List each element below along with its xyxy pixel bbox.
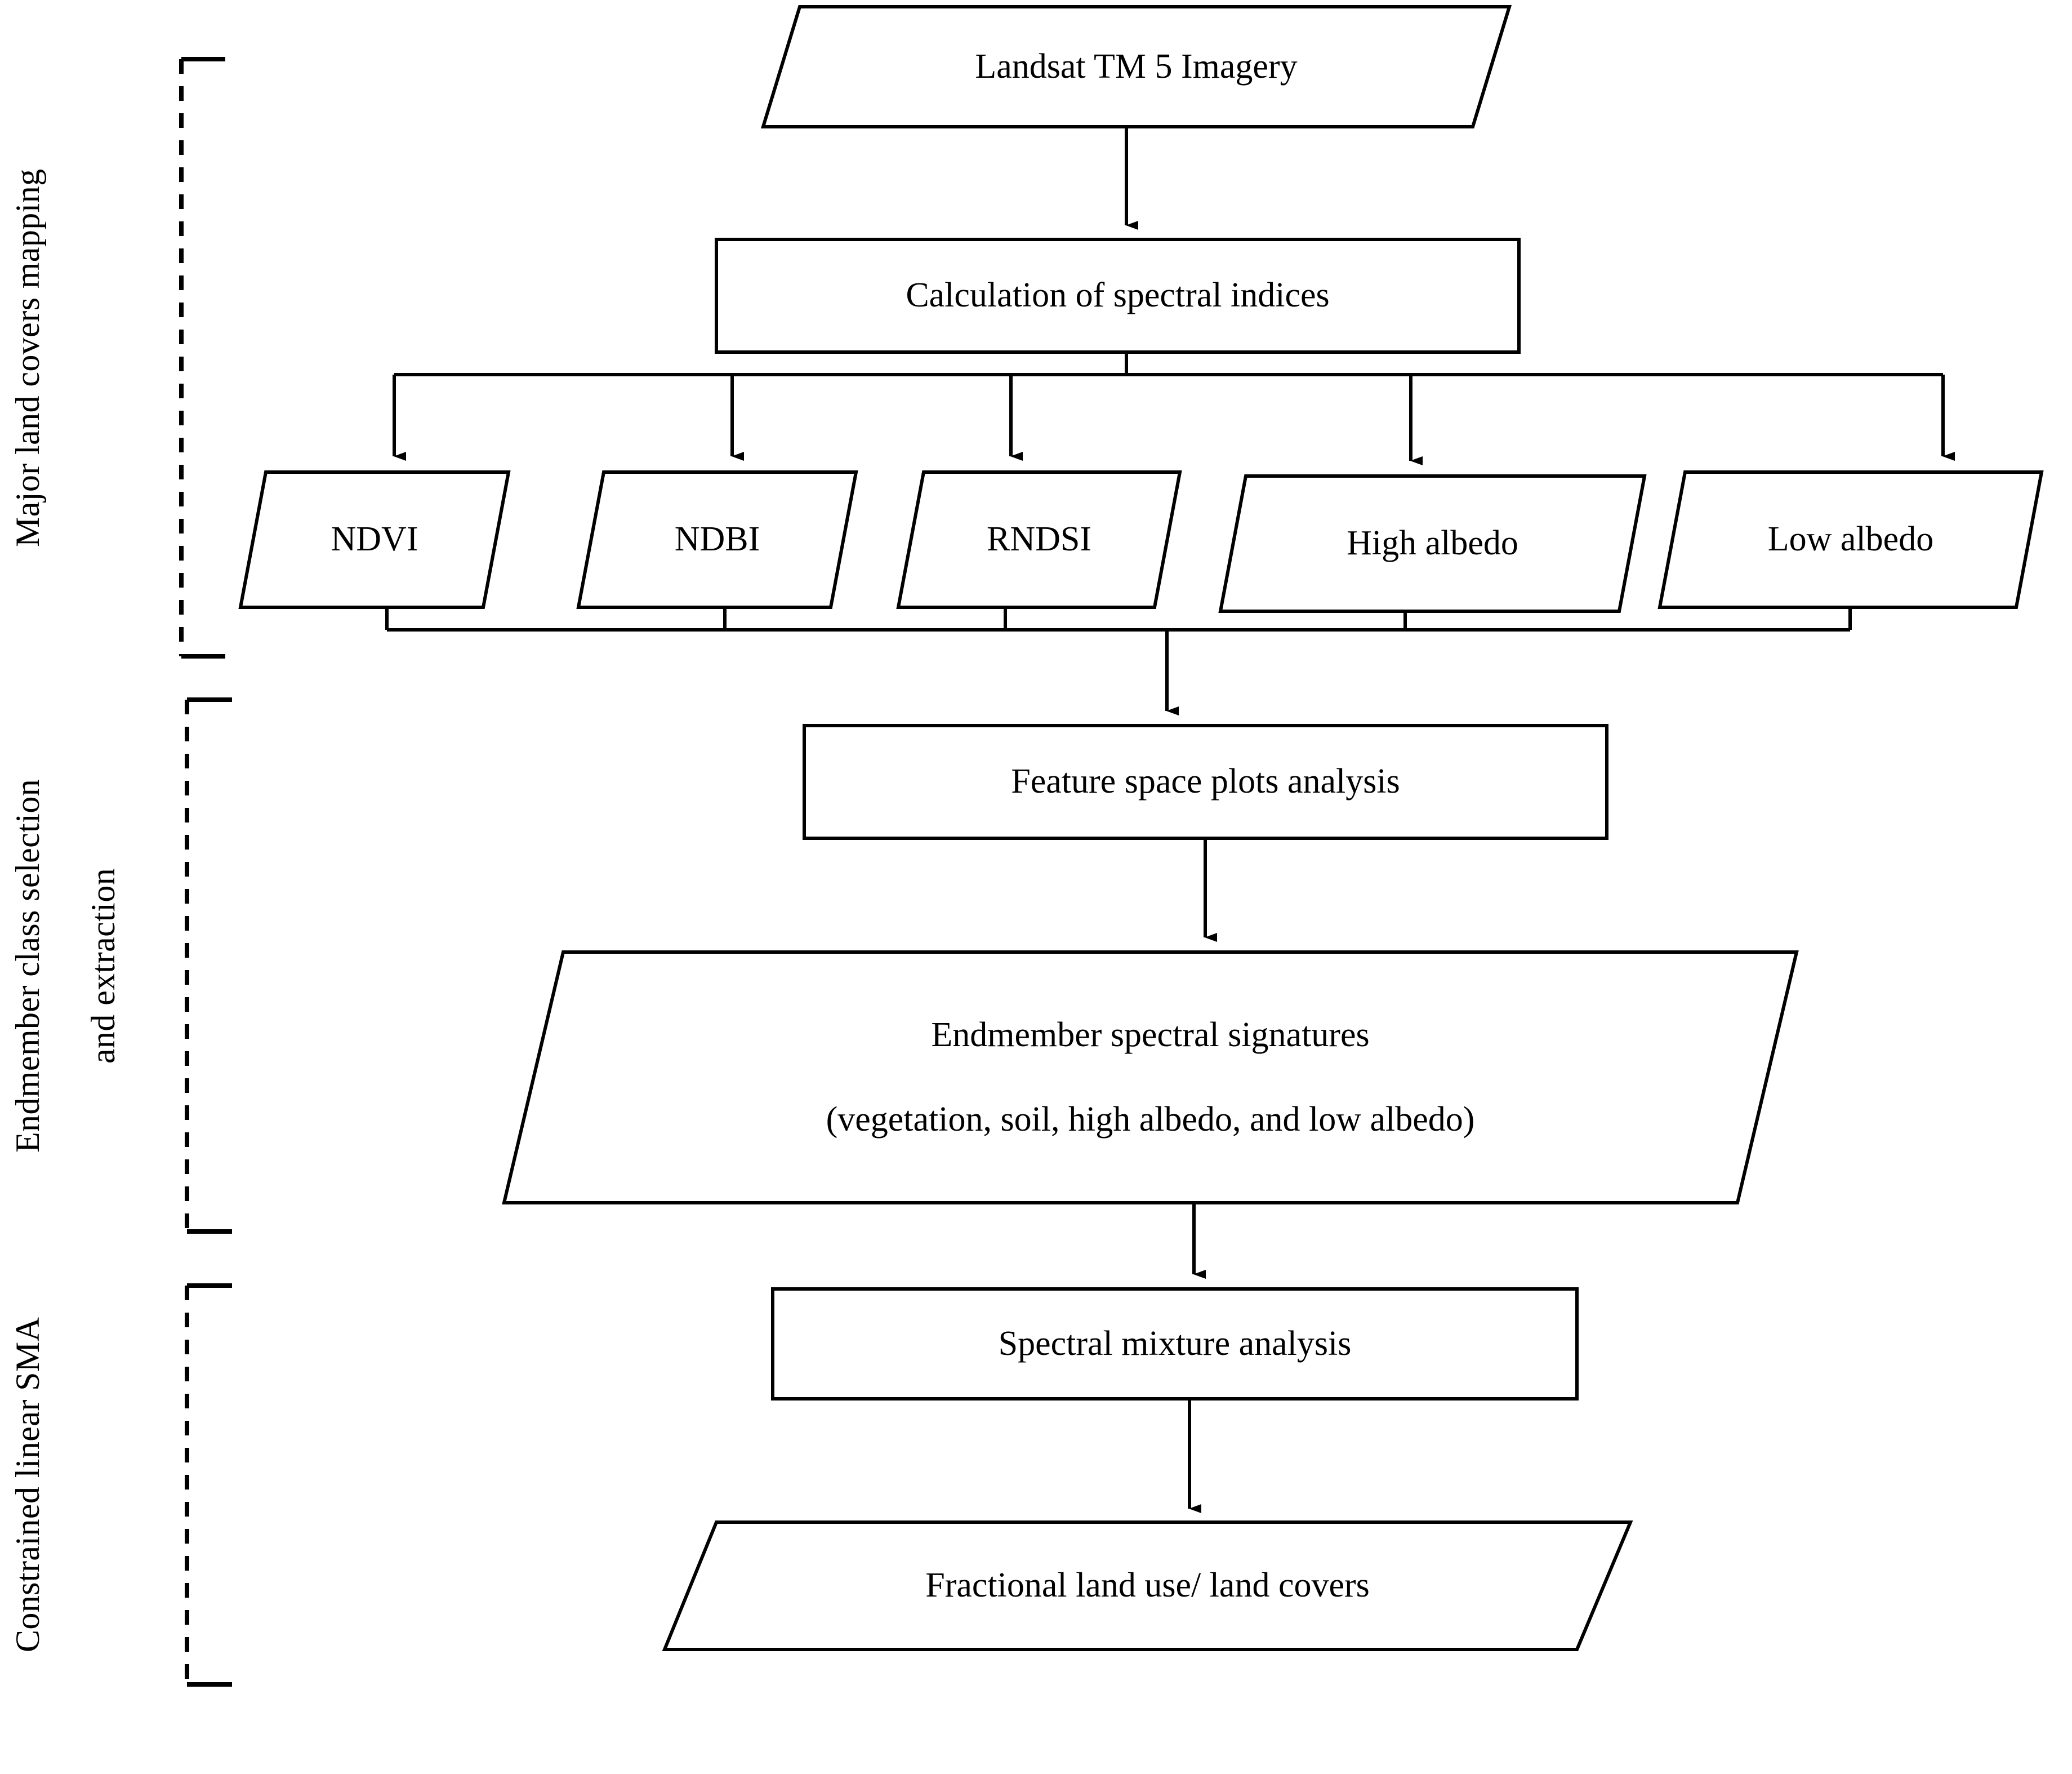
node-rndsi-shape[interactable] (896, 470, 1182, 609)
stage-label-and-extraction: and extraction (84, 868, 122, 1064)
node-endmember-signatures-shape[interactable] (502, 950, 1799, 1204)
node-feature-space-shape[interactable] (803, 724, 1608, 840)
node-ndbi-shape[interactable] (576, 470, 858, 609)
node-landsat-shape[interactable] (760, 5, 1512, 128)
stage-bracket-endmember-ticks (187, 697, 232, 1234)
node-fractional-lulc-label[interactable]: Fractional land use/ land covers (925, 1566, 1370, 1605)
node-low-albedo-shape[interactable] (1657, 470, 2044, 609)
stage-label-endmember-class-selection: Endmember class selection (9, 779, 46, 1153)
node-ndvi-shape[interactable] (238, 470, 511, 609)
node-spectral-mixture-shape[interactable] (771, 1287, 1579, 1400)
node-endmember-signatures-label[interactable]: Endmember spectral signatures (vegetatio… (504, 952, 1797, 1203)
node-endmember-signatures-line2: (vegetation, soil, high albedo, and low … (826, 1100, 1475, 1139)
stage-label-constrained-linear-sma: Constrained linear SMA (9, 1317, 46, 1652)
stage-bracket-major-land-covers-ticks (181, 57, 225, 659)
node-low-albedo-label[interactable]: Low albedo (1767, 520, 1934, 559)
node-high-albedo-label[interactable]: High albedo (1347, 524, 1518, 563)
node-spectral-mixture-label[interactable]: Spectral mixture analysis (998, 1324, 1352, 1363)
node-ndbi-label[interactable]: NDBI (674, 520, 760, 559)
node-fractional-lulc-shape[interactable] (662, 1520, 1633, 1651)
node-spectral-indices-label[interactable]: Calculation of spectral indices (906, 276, 1330, 315)
stage-label-major-land-covers-mapping: Major land covers mapping (9, 168, 46, 547)
node-spectral-indices-shape[interactable] (715, 238, 1521, 354)
node-landsat-label[interactable]: Landsat TM 5 Imagery (975, 47, 1298, 86)
node-high-albedo-shape[interactable] (1218, 474, 1647, 613)
node-endmember-signatures-line1: Endmember spectral signatures (931, 1016, 1370, 1054)
node-ndvi-label[interactable]: NDVI (331, 520, 418, 559)
node-rndsi-label[interactable]: RNDSI (986, 520, 1092, 559)
stage-bracket-constrained-sma-ticks (187, 1283, 232, 1687)
node-feature-space-label[interactable]: Feature space plots analysis (1011, 762, 1400, 801)
